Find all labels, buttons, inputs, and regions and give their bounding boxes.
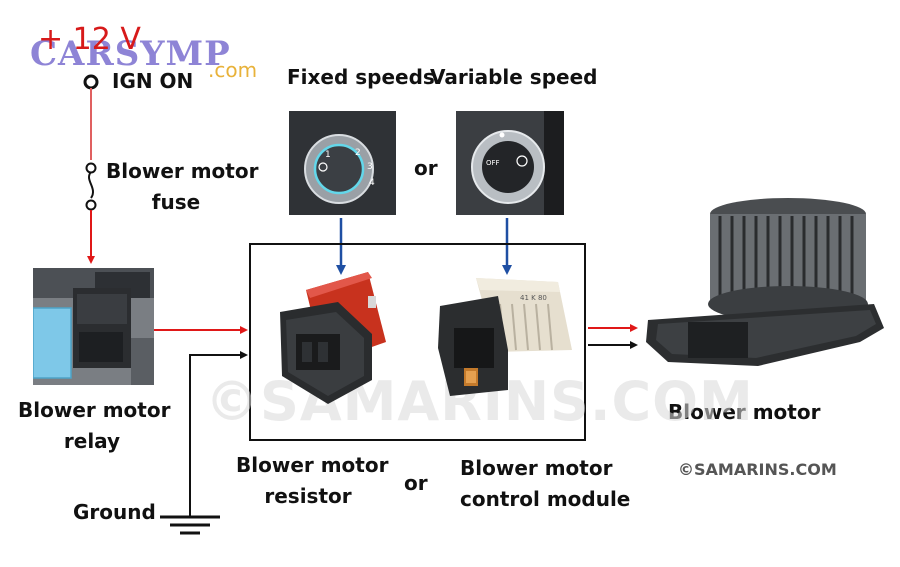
resistor-label-line1: Blower motor — [236, 453, 389, 477]
carsymp-logo: CARSYMP .com + 12 V — [30, 22, 290, 88]
ign-on-label: IGN ON — [112, 69, 194, 93]
fuse-symbol — [85, 162, 97, 211]
variable-speed-knob-photo: OFF — [456, 111, 564, 215]
fuse-label-line1: Blower motor — [106, 159, 259, 183]
blower-motor — [646, 198, 884, 366]
variable-speed-knob: OFF — [456, 111, 564, 215]
knob-mark-2: 2 — [355, 148, 361, 158]
knob-mark-1: 1 — [325, 150, 331, 160]
module-label-line2: control module — [460, 487, 631, 511]
blower-control-module-photo: 41 K 80 — [436, 278, 576, 398]
knob-mark-3: 3 — [367, 162, 373, 172]
ground-symbol — [160, 515, 220, 535]
relay-label-line2: relay — [63, 429, 121, 453]
or-label-bottom: or — [404, 471, 428, 495]
variable-speed-label: Variable speed — [430, 65, 598, 89]
copyright-text: ©SAMARINS.COM — [678, 460, 837, 479]
resistor-label: Blower motor resistor — [236, 450, 389, 512]
control-components-box — [249, 243, 586, 441]
blower-motor-label: Blower motor — [668, 400, 821, 424]
fan-icon — [516, 155, 528, 167]
or-label-top: or — [414, 156, 438, 180]
relay-photo — [33, 268, 154, 385]
ground-label: Ground — [73, 500, 156, 524]
relay-label-line1: Blower motor — [18, 398, 171, 422]
knob-off-text: OFF — [486, 159, 500, 167]
blower-resistor-photo — [268, 272, 398, 412]
blower-motor-resistor — [280, 272, 386, 404]
blower-motor-photo — [638, 192, 886, 384]
voltage-label: + 12 V — [38, 22, 141, 57]
module-label-line1: Blower motor — [460, 456, 613, 480]
blower-motor-relay — [33, 268, 154, 385]
logo-brand: CARSYMP — [30, 34, 231, 74]
fuse-label-line2: fuse — [151, 190, 201, 214]
knob-mark-4: 4 — [369, 178, 375, 188]
logo-suffix: .com — [208, 58, 258, 82]
resistor-label-line2: resistor — [264, 484, 352, 508]
relay-label: Blower motor relay — [18, 395, 171, 457]
module-part-label: 41 K 80 — [520, 294, 547, 302]
module-label: Blower motor control module — [460, 453, 631, 515]
fan-icon — [318, 162, 328, 172]
fixed-speed-knob: 1 2 3 4 — [289, 111, 396, 215]
fuse-label: Blower motor fuse — [106, 156, 259, 218]
ground-wire — [189, 351, 248, 517]
fixed-speed-knob-photo: 1 2 3 4 — [289, 111, 396, 215]
fixed-speeds-label: Fixed speeds — [287, 65, 435, 89]
blower-motor-control-module: 41 K 80 — [438, 278, 572, 396]
